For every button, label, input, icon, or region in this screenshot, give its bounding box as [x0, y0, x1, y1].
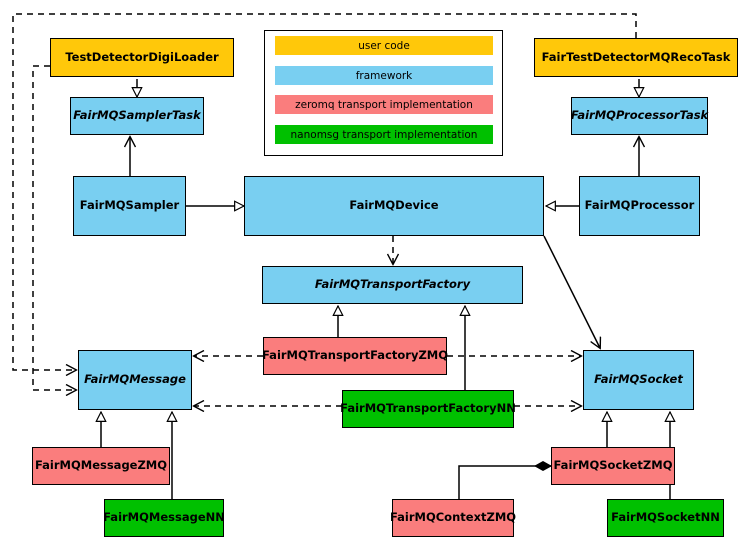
- edge-socketzmq-contextzmq: [458, 466, 551, 499]
- class-node-fairmqtransportfactory[interactable]: FairMQTransportFactory: [262, 266, 523, 304]
- class-label-fairmqcontextzmq: FairMQContextZMQ: [389, 510, 517, 525]
- legend-item-nanomsg: nanomsg transport implementation: [275, 125, 493, 144]
- class-node-fairmqtransportfactoryzmq[interactable]: FairMQTransportFactoryZMQ: [262, 337, 449, 375]
- legend-label-framework: framework: [355, 69, 413, 82]
- edge-device-socket: [543, 235, 600, 348]
- class-node-fairmqprocessor[interactable]: FairMQProcessor: [579, 176, 700, 236]
- class-node-fairmqsocket[interactable]: FairMQSocket: [583, 350, 694, 410]
- class-node-testdetectordigiloader[interactable]: TestDetectorDigiLoader: [50, 38, 234, 77]
- class-label-fairmqtransportfactorynn: FairMQTransportFactoryNN: [340, 401, 516, 416]
- legend-item-user-code: user code: [275, 36, 493, 55]
- class-node-fairmqcontextzmq[interactable]: FairMQContextZMQ: [389, 499, 517, 537]
- class-label-fairmqsocket: FairMQSocket: [594, 372, 683, 387]
- class-label-fairmqmessagenn: FairMQMessageNN: [103, 510, 225, 525]
- class-node-fairmqmessage[interactable]: FairMQMessage: [78, 350, 192, 410]
- class-label-fairmqmessage: FairMQMessage: [84, 372, 186, 387]
- class-node-fairmqdevice[interactable]: FairMQDevice: [244, 176, 544, 236]
- class-label-fairmqsocketzmq: FairMQSocketZMQ: [553, 458, 673, 473]
- class-node-fairmqmessagenn[interactable]: FairMQMessageNN: [103, 499, 225, 537]
- class-node-fairmqmessagezmq[interactable]: FairMQMessageZMQ: [32, 447, 170, 485]
- class-node-fairmqtransportfactorynn[interactable]: FairMQTransportFactoryNN: [340, 390, 516, 428]
- class-label-fairmqtransportfactoryzmq: FairMQTransportFactoryZMQ: [262, 348, 449, 363]
- class-label-fairmqprocessortask: FairMQProcessorTask: [570, 108, 709, 123]
- class-node-fairmqsocketzmq[interactable]: FairMQSocketZMQ: [551, 447, 675, 485]
- class-label-fairtestdetectormqrecotask: FairTestDetectorMQRecoTask: [541, 49, 731, 64]
- legend-item-zeromq: zeromq transport implementation: [275, 95, 493, 114]
- class-label-testdetectordigiloader: TestDetectorDigiLoader: [65, 49, 219, 64]
- class-node-fairmqsocketnn[interactable]: FairMQSocketNN: [607, 499, 724, 537]
- legend-label-user-code: user code: [358, 39, 410, 52]
- class-label-fairmqsampler: FairMQSampler: [79, 198, 180, 213]
- class-label-fairmqprocessor: FairMQProcessor: [584, 198, 695, 213]
- class-label-fairmqsamplertask: FairMQSamplerTask: [73, 108, 201, 123]
- legend-item-framework: framework: [275, 66, 493, 85]
- legend-label-zeromq: zeromq transport implementation: [295, 98, 473, 111]
- class-node-fairmqprocessortask[interactable]: FairMQProcessorTask: [571, 97, 708, 135]
- legend-label-nanomsg: nanomsg transport implementation: [290, 128, 478, 141]
- class-node-fairmqsamplertask[interactable]: FairMQSamplerTask: [70, 97, 204, 135]
- class-label-fairmqdevice: FairMQDevice: [349, 198, 439, 213]
- class-label-fairmqtransportfactory: FairMQTransportFactory: [314, 277, 471, 292]
- class-node-fairmqsampler[interactable]: FairMQSampler: [73, 176, 186, 236]
- class-label-fairmqmessagezmq: FairMQMessageZMQ: [34, 458, 168, 473]
- class-label-fairmqsocketnn: FairMQSocketNN: [611, 510, 720, 525]
- class-node-fairtestdetectormqrecotask[interactable]: FairTestDetectorMQRecoTask: [534, 38, 738, 77]
